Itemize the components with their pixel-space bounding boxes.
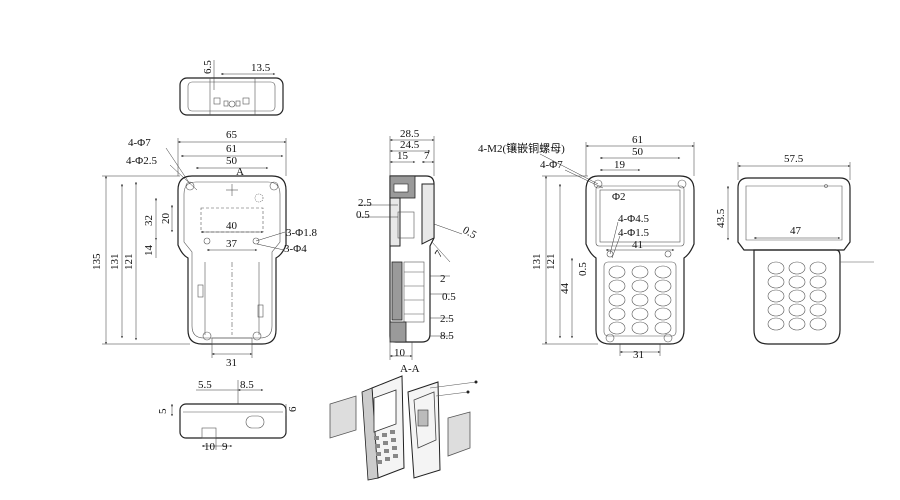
front-screw-1-8: 3-Φ1.8 bbox=[286, 227, 317, 239]
section-dim-10: 10 bbox=[394, 347, 406, 359]
front-dim-32: 32 bbox=[143, 215, 155, 226]
back-hole-1-5: 4-Φ1.5 bbox=[618, 227, 649, 239]
back-dim-131: 131 bbox=[531, 254, 543, 271]
section-dim-2: 2 bbox=[440, 273, 446, 285]
section-view: 28.5 24.5 15 7 2.5 0.5 0.5 7 2 0.5 2.5 8… bbox=[356, 128, 479, 375]
back-view: 61 50 19 4-M2(镶嵌铜螺母) 4-Φ7 Φ2 131 121 44 … bbox=[478, 134, 695, 361]
section-dim-15: 15 bbox=[397, 150, 409, 162]
section-dim-28-5: 28.5 bbox=[400, 128, 420, 140]
front-dim-31: 31 bbox=[226, 357, 237, 369]
back-dim-31: 31 bbox=[633, 349, 644, 361]
back-dim-50: 50 bbox=[632, 146, 644, 158]
bottom-view: 5.5 8.5 5 6 10 9 bbox=[157, 379, 299, 453]
back-dim-19: 19 bbox=[614, 159, 626, 171]
bottom-dim-5-5: 5.5 bbox=[198, 379, 212, 391]
front-dim-20: 20 bbox=[160, 213, 172, 225]
back-dim-41: 41 bbox=[632, 239, 643, 251]
front-screw-4: 3-Φ4 bbox=[284, 243, 307, 255]
section-dim-0-5b: 0.5 bbox=[461, 224, 479, 242]
back-dim-44: 44 bbox=[559, 283, 571, 295]
back-nut: 4-M2(镶嵌铜螺母) bbox=[478, 141, 565, 155]
section-dim-0-5c: 0.5 bbox=[442, 291, 456, 303]
section-dim-2-5a: 2.5 bbox=[358, 197, 372, 209]
section-dim-8-5: 8.5 bbox=[440, 330, 454, 342]
side-view: 57.5 43.5 47 bbox=[715, 153, 874, 345]
section-dim-2-5b: 2.5 bbox=[440, 313, 454, 325]
section-dim-7: 7 bbox=[424, 150, 430, 162]
section-dim-24-5: 24.5 bbox=[400, 139, 420, 151]
bottom-dim-10: 10 bbox=[204, 441, 216, 453]
bottom-dim-6: 6 bbox=[287, 406, 299, 412]
bottom-dim-8-5: 8.5 bbox=[240, 379, 254, 391]
back-dim-61: 61 bbox=[632, 134, 643, 146]
top-dim-13-5: 13.5 bbox=[251, 62, 271, 74]
top-view: 6.5 13.5 bbox=[179, 60, 284, 116]
side-keypad-grid bbox=[767, 261, 827, 331]
back-keypad-grid bbox=[603, 261, 677, 337]
front-view: 65 61 50 A 4-Φ7 4-Φ2.5 135 121 131 32 20… bbox=[91, 129, 317, 369]
side-dim-57-5: 57.5 bbox=[784, 153, 804, 165]
section-label: A-A bbox=[400, 363, 420, 375]
front-dim-131: 131 bbox=[109, 254, 121, 271]
front-hole-7: 4-Φ7 bbox=[128, 137, 151, 149]
front-dim-121: 121 bbox=[123, 254, 135, 271]
back-hole-4-5: 4-Φ4.5 bbox=[618, 213, 649, 225]
front-dim-65: 65 bbox=[226, 129, 238, 141]
front-dim-50: 50 bbox=[226, 155, 238, 167]
back-dim-0-5: 0.5 bbox=[577, 262, 589, 276]
front-dim-61: 61 bbox=[226, 143, 237, 155]
front-dim-14: 14 bbox=[143, 245, 155, 257]
front-dim-37: 37 bbox=[226, 238, 238, 250]
iso-keypad bbox=[374, 430, 398, 464]
bottom-dim-5: 5 bbox=[157, 408, 169, 414]
bottom-dim-9: 9 bbox=[222, 441, 228, 453]
front-dim-40: 40 bbox=[226, 220, 238, 232]
back-phi-2: Φ2 bbox=[612, 191, 626, 203]
side-dim-47: 47 bbox=[790, 225, 802, 237]
exploded-view bbox=[329, 375, 478, 481]
front-hole-2-5: 4-Φ2.5 bbox=[126, 155, 157, 167]
section-dim-0-5a: 0.5 bbox=[356, 209, 370, 221]
back-hole-7: 4-Φ7 bbox=[540, 159, 563, 171]
section-dim-7b: 7 bbox=[433, 248, 446, 260]
front-dim-135: 135 bbox=[91, 253, 103, 270]
top-dim-6-5: 6.5 bbox=[202, 60, 214, 74]
back-dim-121: 121 bbox=[545, 254, 557, 271]
section-mark: A bbox=[236, 166, 244, 178]
side-dim-43-5: 43.5 bbox=[715, 208, 727, 228]
